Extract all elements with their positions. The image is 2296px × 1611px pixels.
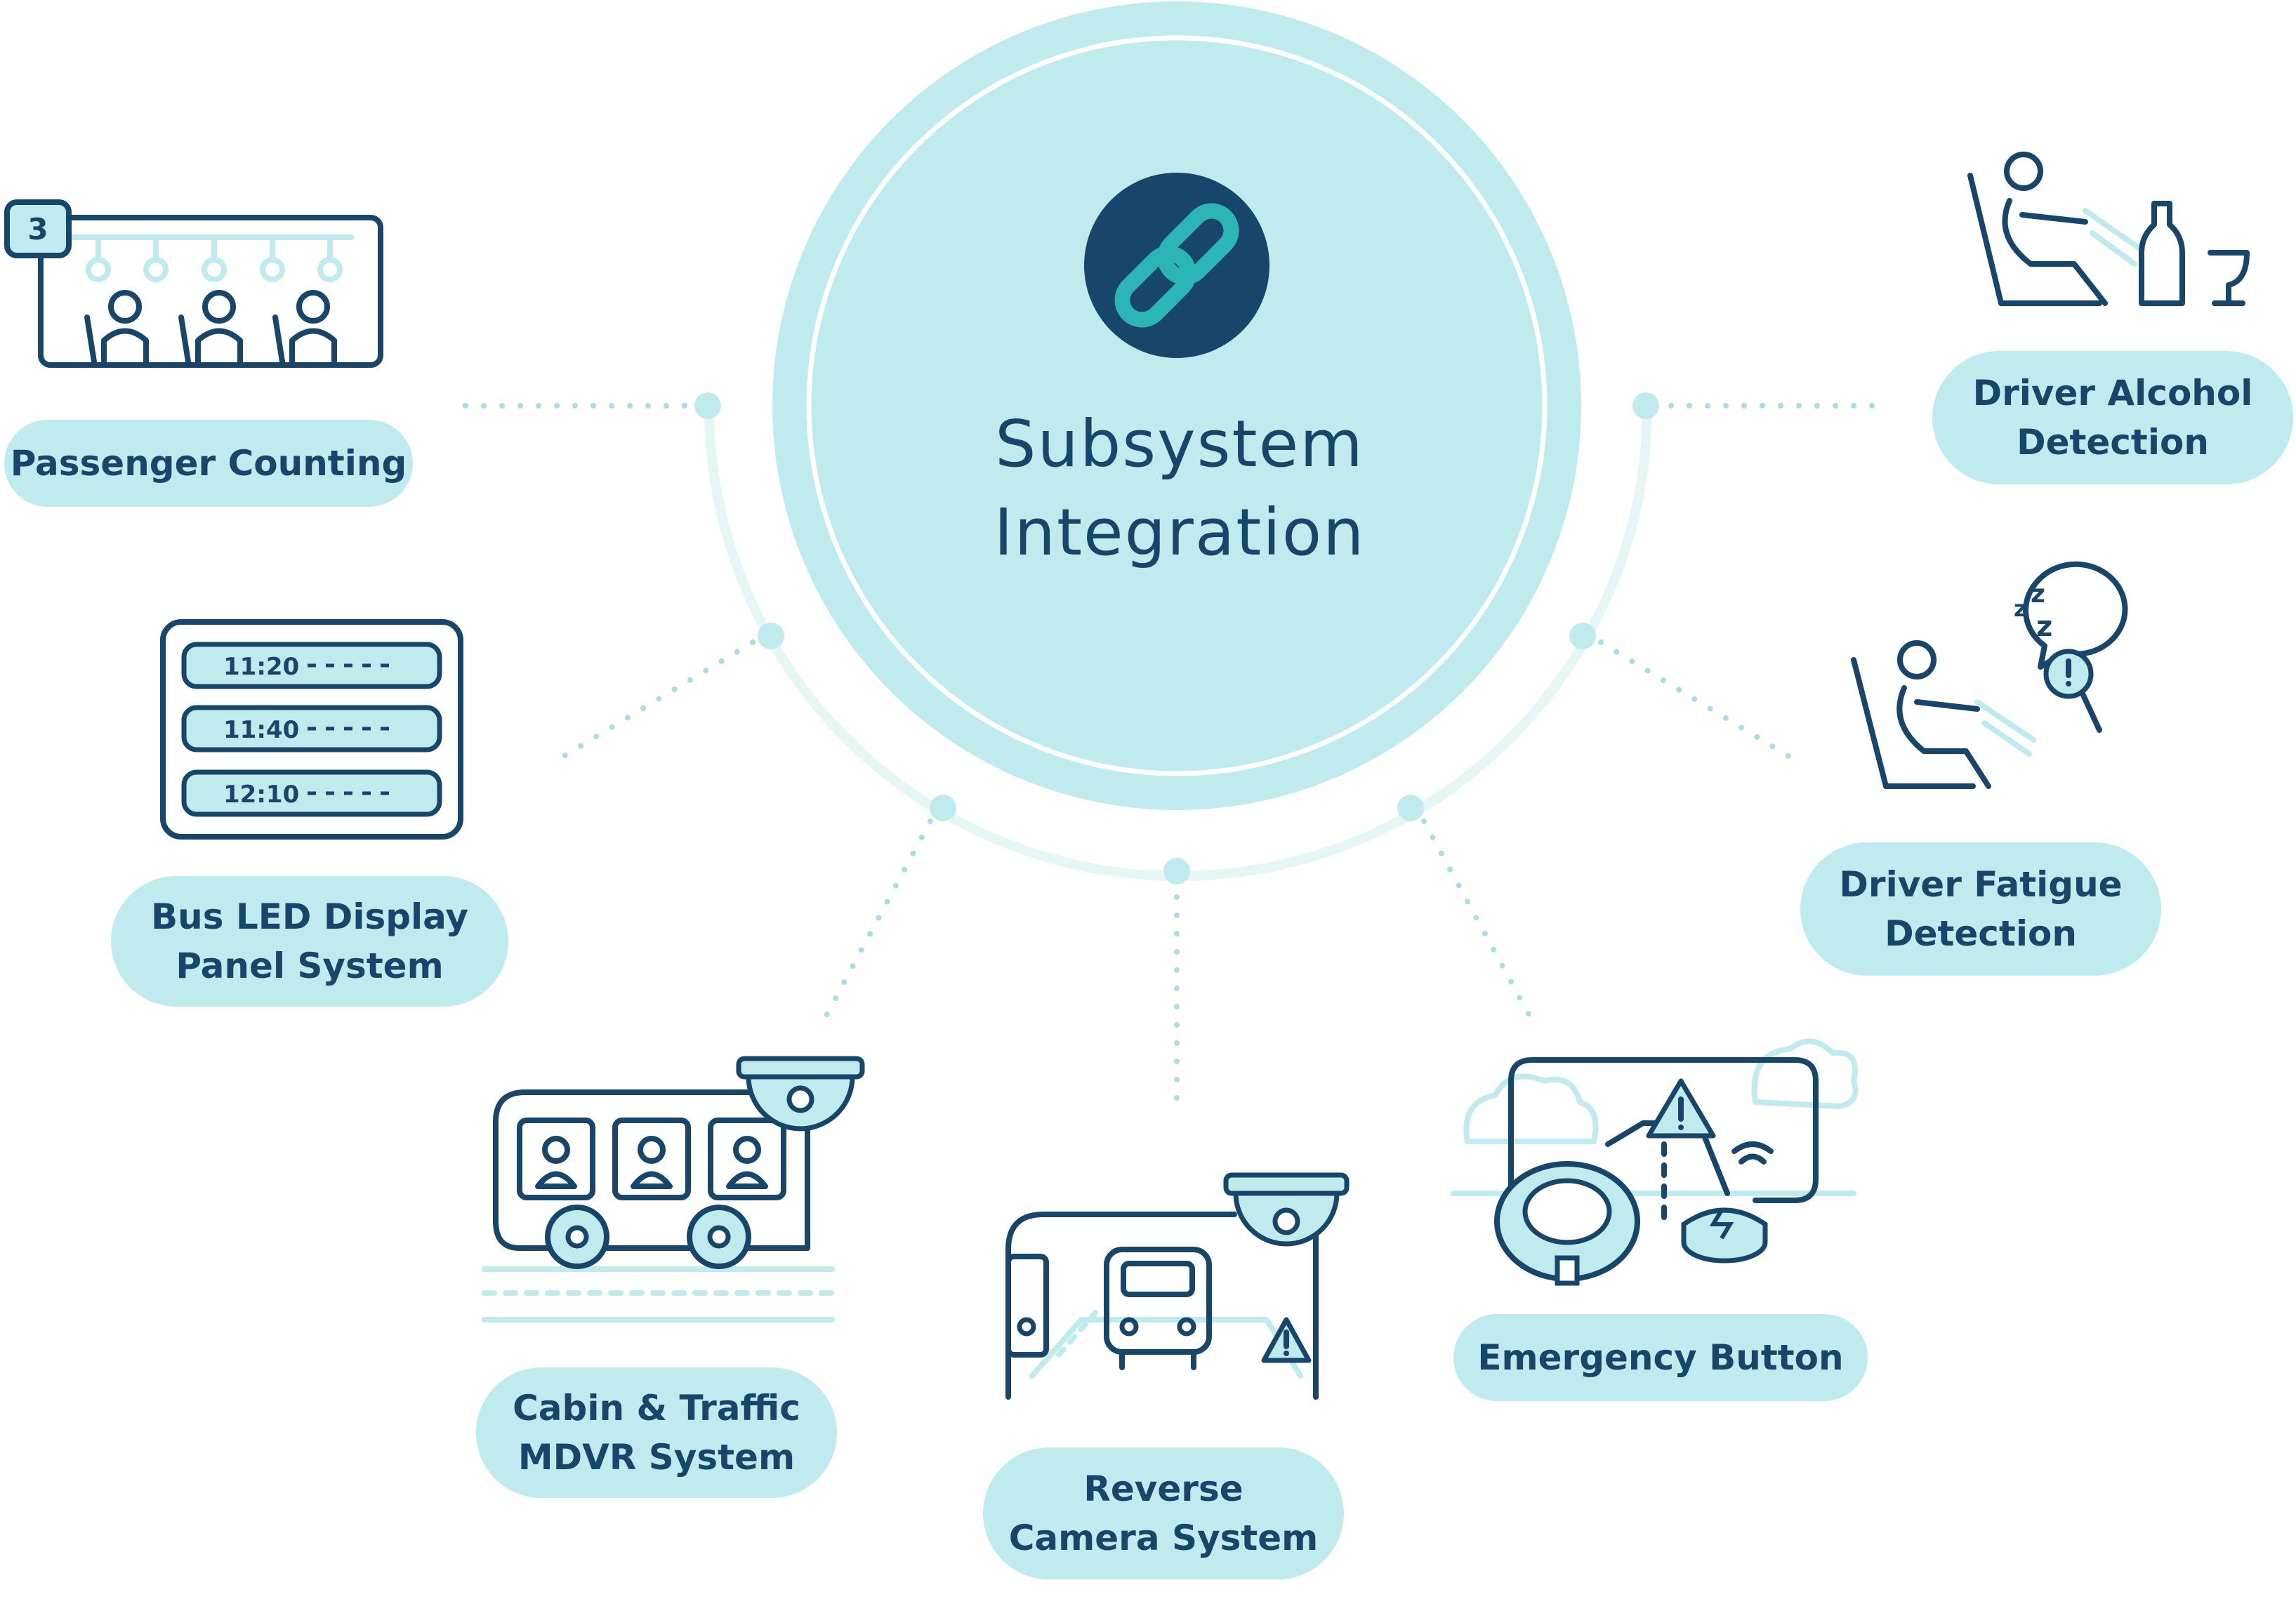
pill-reverse-camera: Reverse Camera System [983, 1447, 1344, 1579]
connector-emergency-button [1421, 818, 1533, 1021]
label-emergency-button: Emergency Button [1477, 1337, 1844, 1378]
led-time-1: 11:20 [223, 653, 299, 681]
center-title-line2: Integration [994, 495, 1366, 570]
pill-cabin-traffic-mdvr: Cabin & Traffic MDVR System [476, 1367, 837, 1498]
center-title-line1: Subsystem [995, 406, 1364, 482]
label-driver-fatigue-line1: Driver Fatigue [1839, 864, 2123, 905]
center-hub-inner-ring [806, 35, 1548, 776]
passenger-count-badge: 3 [27, 212, 48, 246]
bus-camera-icon [482, 1056, 865, 1322]
anchor-dot-1 [694, 392, 721, 419]
link-icon-circle [1084, 173, 1269, 358]
led-display-icon: 11:20 11:40 12:10 [160, 619, 463, 840]
label-bus-led-display-line1: Bus LED Display [151, 896, 468, 937]
center-title: Subsystem Integration [899, 400, 1460, 577]
pill-emergency-button: Emergency Button [1453, 1314, 1868, 1401]
reverse-camera-icon [1005, 1172, 1350, 1400]
svg-text:z: z [2036, 611, 2052, 643]
label-reverse-camera-line1: Reverse [1083, 1469, 1243, 1509]
svg-text:z: z [2031, 580, 2045, 609]
label-cabin-traffic-line1: Cabin & Traffic [513, 1388, 800, 1428]
pill-bus-led-display: Bus LED Display Panel System [111, 876, 508, 1007]
anchor-dot-5 [1397, 795, 1424, 821]
svg-text:z: z [2014, 595, 2027, 622]
label-driver-alcohol-line2: Detection [2017, 422, 2209, 463]
label-passenger-counting: Passenger Counting [10, 443, 407, 484]
label-cabin-traffic-line2: MDVR System [517, 1437, 796, 1478]
connector-bus-led-display [552, 639, 756, 764]
label-driver-alcohol-line1: Driver Alcohol [1972, 373, 2253, 413]
label-reverse-camera-line2: Camera System [1008, 1518, 1319, 1558]
driver-fatigue-icon: z z z [1851, 561, 2128, 789]
emergency-button-icon [1451, 1038, 1859, 1286]
driver-alcohol-icon [1967, 152, 2250, 306]
connector-cabin-traffic [822, 818, 933, 1021]
center-hub [772, 1, 1581, 810]
pill-driver-alcohol: Driver Alcohol Detection [1932, 351, 2293, 484]
anchor-dot-4 [1163, 858, 1190, 884]
led-time-3: 12:10 [223, 781, 299, 809]
link-icon [1114, 203, 1239, 328]
anchor-dot-7 [1632, 392, 1659, 419]
passenger-counting-icon: 3 [4, 199, 383, 368]
label-driver-fatigue-line2: Detection [1885, 913, 2077, 954]
pill-driver-fatigue: Driver Fatigue Detection [1800, 842, 2161, 976]
label-bus-led-display-line2: Panel System [176, 946, 444, 986]
anchor-dot-3 [930, 795, 956, 821]
anchor-dot-2 [758, 623, 784, 649]
led-time-2: 11:40 [223, 716, 299, 744]
anchor-dot-6 [1569, 623, 1596, 649]
connector-driver-fatigue [1598, 639, 1800, 764]
pill-passenger-counting: Passenger Counting [4, 420, 413, 507]
